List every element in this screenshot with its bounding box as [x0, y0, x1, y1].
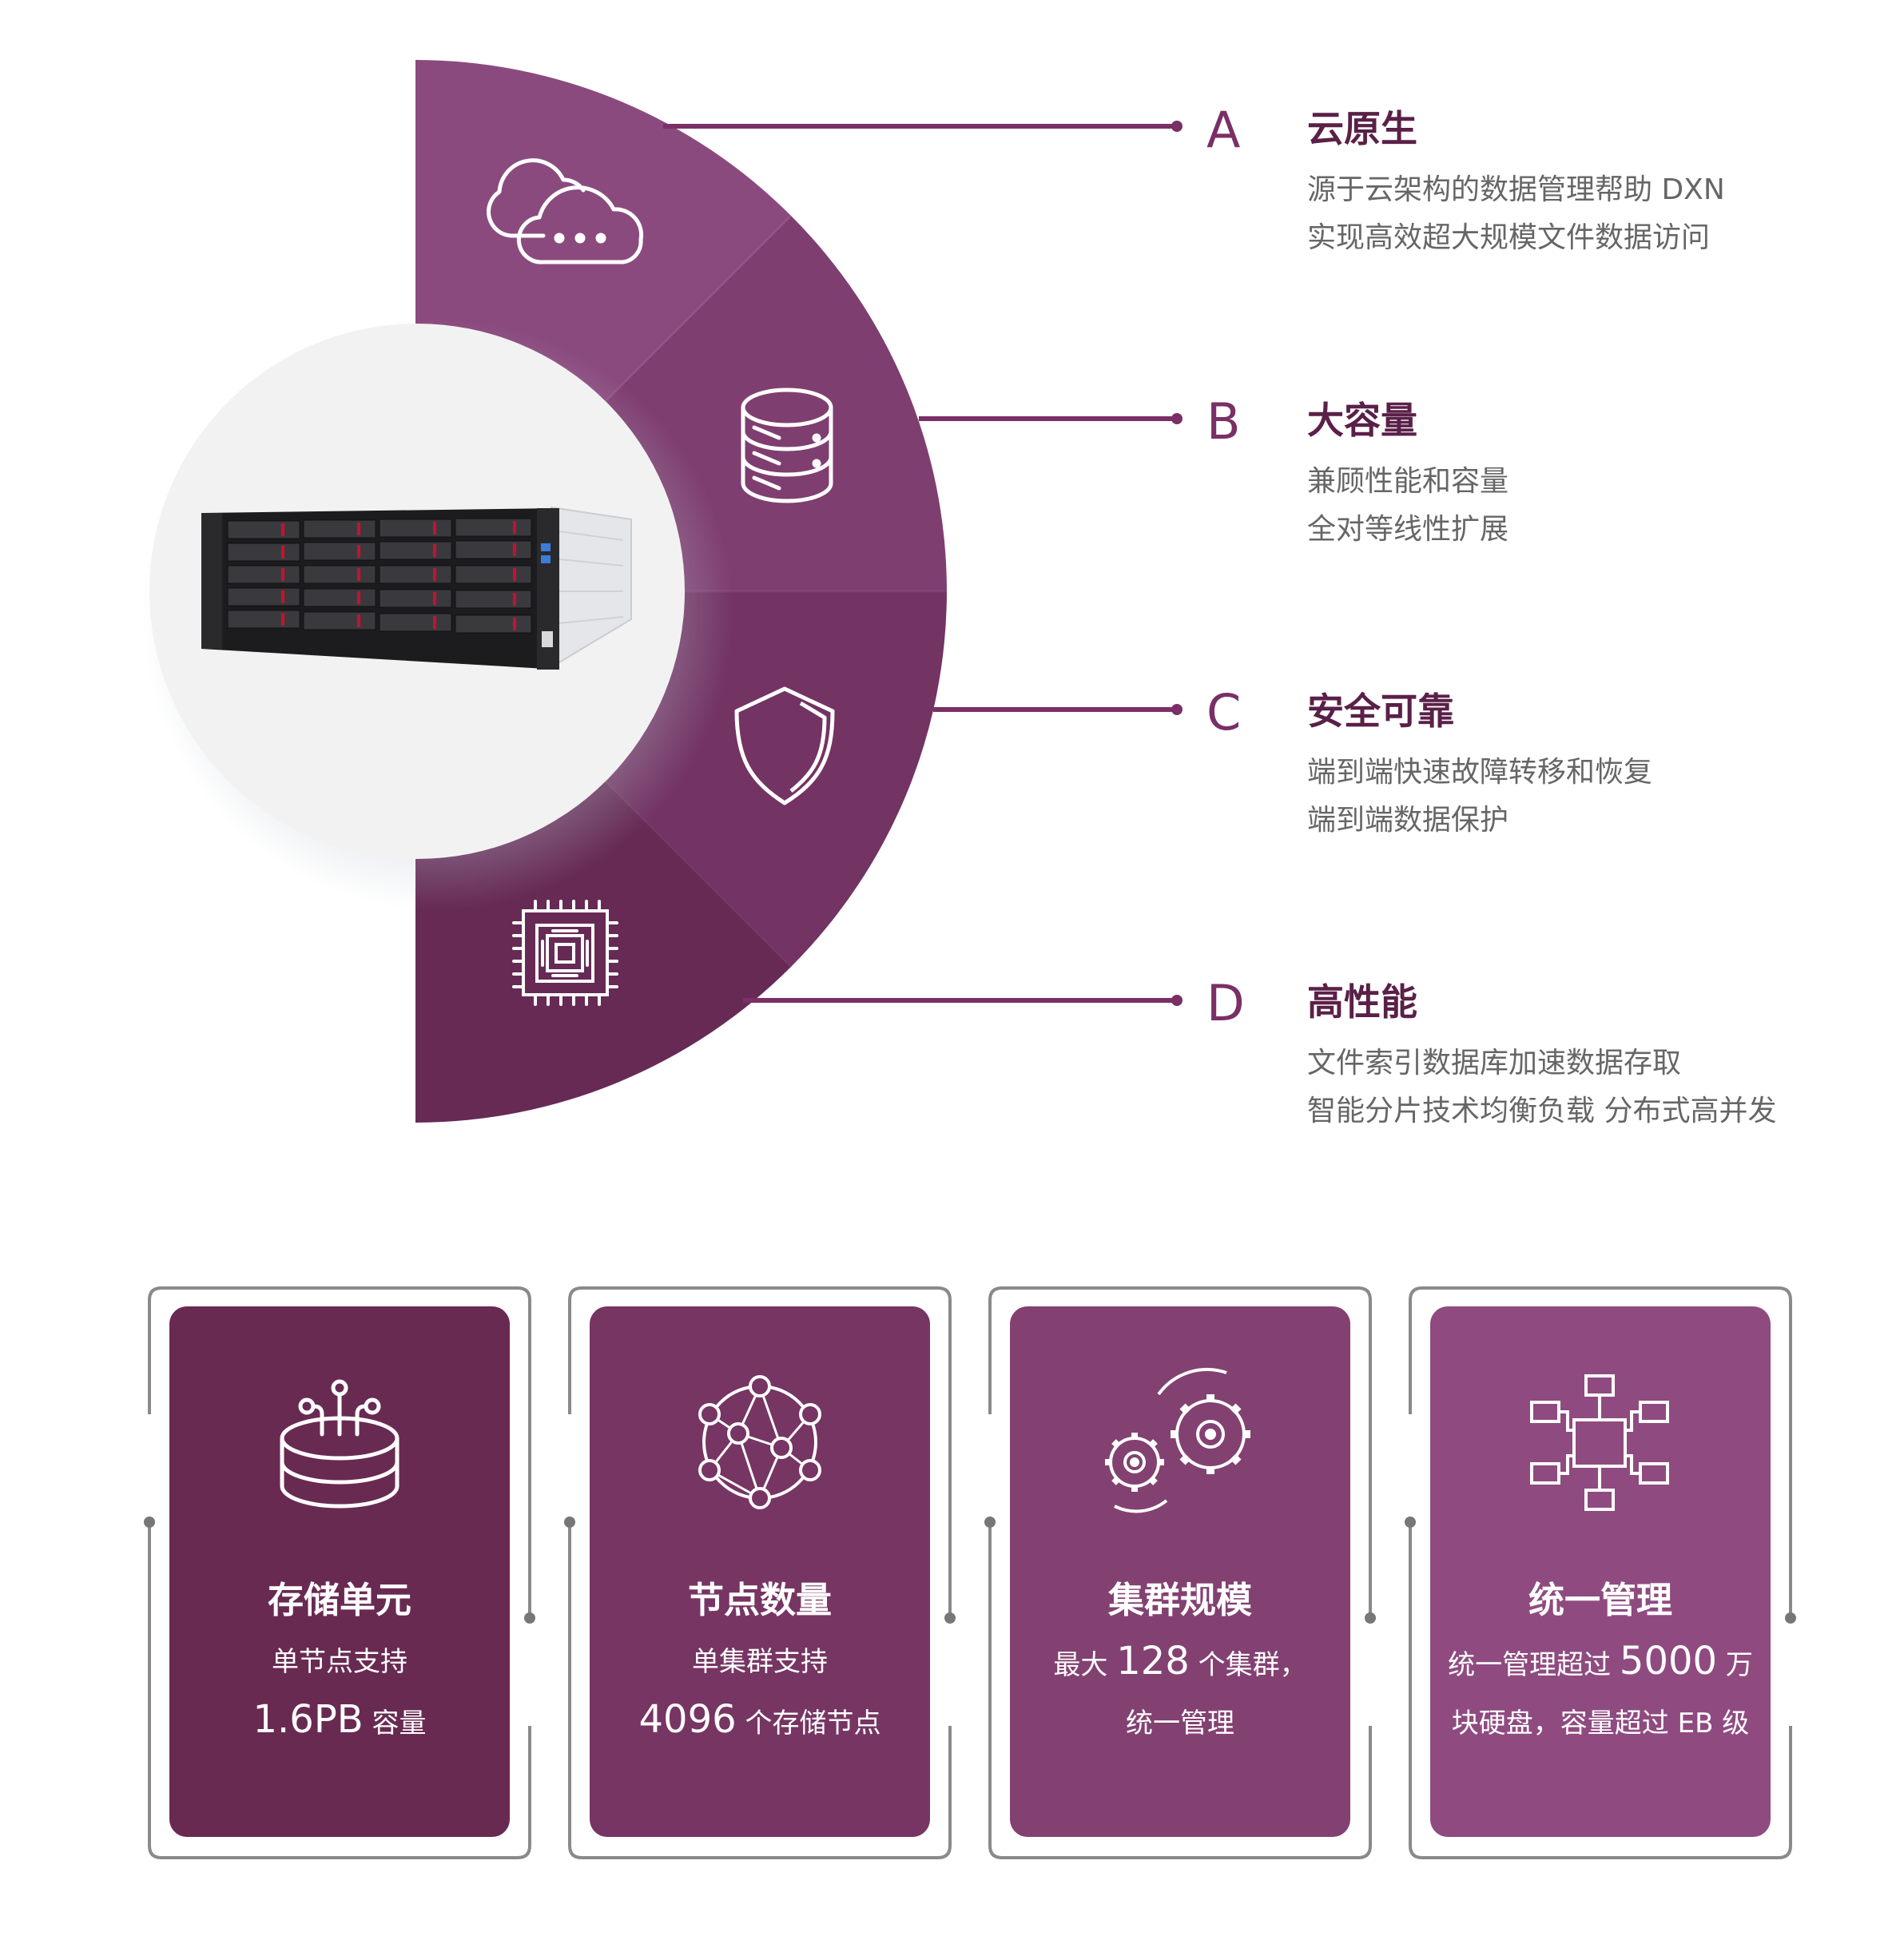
feature-b-title: 大容量 [1307, 399, 1417, 442]
connector-c [933, 704, 1183, 715]
card-manage-line2: 块硬盘，容量超过 EB 级 [1451, 1707, 1750, 1739]
feature-d-desc-2: 智能分片技术均衡负载 分布式高并发 [1307, 1095, 1777, 1127]
card-storage-unit [169, 1306, 510, 1837]
card-storage-unit: 容量 [363, 1707, 427, 1739]
card-storage-value: 1.6PB [252, 1697, 364, 1742]
feature-c-letter: C [1206, 683, 1242, 741]
card-node-unit: 个存储节点 [736, 1707, 881, 1739]
card-manage-title: 统一管理 [1528, 1579, 1672, 1621]
feature-c-desc-2: 端到端数据保护 [1307, 804, 1509, 837]
connector-b [919, 413, 1183, 424]
feature-b-desc-2: 全对等线性扩展 [1307, 513, 1509, 546]
feature-a-desc-1: 源于云架构的数据管理帮助 DXN [1307, 173, 1725, 206]
feature-b-desc-1: 兼顾性能和容量 [1307, 465, 1509, 498]
connector-d [743, 995, 1183, 1006]
card-storage-line1: 单节点支持 [272, 1646, 407, 1678]
card-frames [148, 1286, 1792, 1859]
card-cluster-value: 128 [1116, 1639, 1190, 1684]
card-manage-line1: 统一管理超过 5000 万 [1393, 1642, 1808, 1680]
server-image [201, 506, 632, 670]
card-node-title: 节点数量 [687, 1579, 832, 1621]
card-manage-suffix: 万 [1717, 1649, 1753, 1681]
card-cluster-scale [1010, 1306, 1350, 1837]
hierarchy-icon [1530, 1374, 1669, 1511]
storage-unit-icon [280, 1379, 399, 1509]
card-node-line2: 4096 个存储节点 [552, 1700, 968, 1739]
card-manage-prefix: 统一管理超过 [1448, 1649, 1620, 1681]
card-cluster-line1: 最大 128 个集群， [972, 1642, 1388, 1680]
feature-d-desc-1: 文件索引数据库加速数据存取 [1307, 1047, 1682, 1079]
network-node-icon [698, 1375, 821, 1509]
card-storage-line2: 1.6PB 容量 [132, 1700, 547, 1739]
gears-icon [1105, 1368, 1250, 1513]
feature-d-letter: D [1206, 974, 1245, 1032]
card-node-count [590, 1306, 930, 1837]
card-node-value: 4096 [638, 1697, 737, 1742]
database-icon [741, 388, 833, 503]
connector-a [663, 121, 1183, 132]
card-cluster-prefix: 最大 [1053, 1649, 1117, 1681]
feature-a-letter: A [1206, 101, 1241, 159]
card-cluster-line2: 统一管理 [1126, 1707, 1234, 1739]
chip-icon [512, 900, 618, 1006]
feature-d-title: 高性能 [1307, 980, 1417, 1024]
cloud-icon [487, 158, 644, 264]
feature-c-title: 安全可靠 [1307, 690, 1454, 733]
card-cluster-title: 集群规模 [1107, 1579, 1252, 1621]
card-unified-management [1430, 1306, 1771, 1837]
card-node-line1: 单集群支持 [692, 1646, 828, 1678]
feature-a-desc-2: 实现高效超大规模文件数据访问 [1307, 221, 1711, 254]
card-manage-value: 5000 [1619, 1639, 1718, 1684]
feature-b-letter: B [1206, 392, 1241, 451]
feature-c-desc-1: 端到端快速故障转移和恢复 [1307, 756, 1653, 789]
card-cluster-suffix: 个集群， [1189, 1649, 1307, 1681]
feature-a-title: 云原生 [1307, 107, 1417, 150]
shield-icon [734, 686, 835, 805]
card-storage-title: 存储单元 [267, 1579, 411, 1621]
